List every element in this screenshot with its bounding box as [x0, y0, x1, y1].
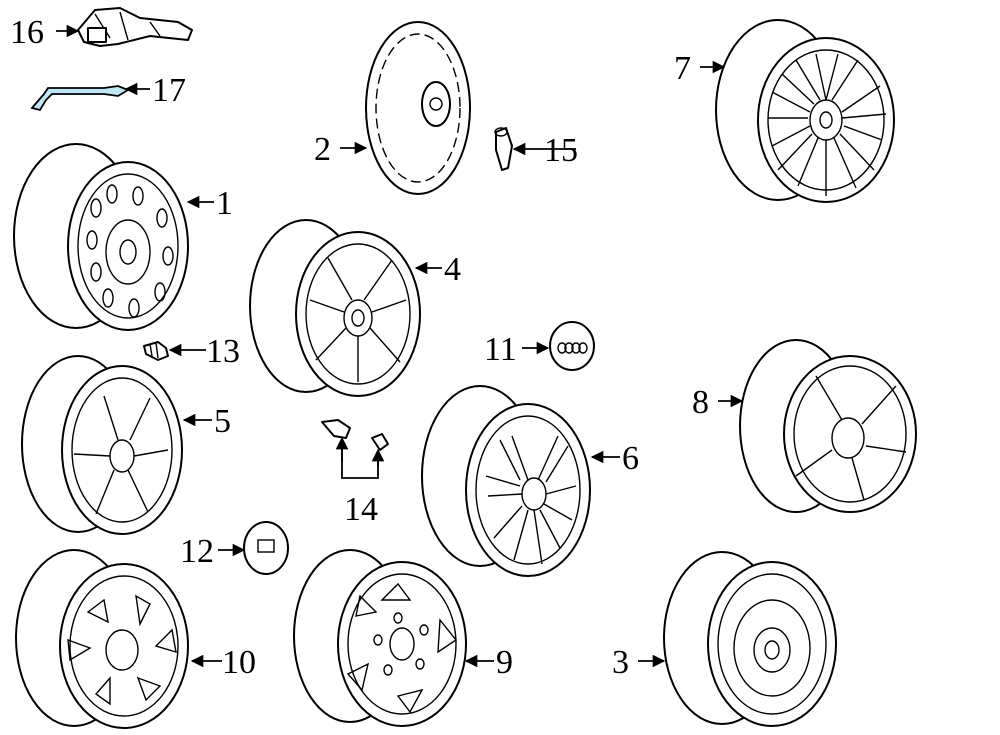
- callout-13: 13: [206, 333, 240, 370]
- callout-3: 3: [612, 644, 629, 681]
- callout-6: 6: [622, 440, 639, 477]
- callout-11: 11: [484, 331, 517, 368]
- hub-cap-part[interactable]: [365, 21, 471, 195]
- callout-16: 16: [10, 14, 44, 51]
- steel-wheel-part[interactable]: [13, 143, 189, 331]
- leader-lines: [56, 24, 744, 668]
- spare-wheel-part[interactable]: [663, 551, 837, 727]
- valve-stem-part[interactable]: [494, 127, 513, 171]
- seven-spoke-wheel-part[interactable]: [249, 219, 421, 397]
- twin-spoke-wheel-part[interactable]: [21, 355, 183, 535]
- callout-10: 10: [222, 644, 256, 681]
- callout-15: 15: [544, 132, 578, 169]
- window-wheel-part[interactable]: [15, 549, 189, 729]
- multi-spoke-wheel-part[interactable]: [715, 19, 895, 203]
- callout-5: 5: [214, 403, 231, 440]
- callout-7: 7: [674, 50, 691, 87]
- callout-14: 14: [344, 491, 378, 528]
- callout-1: 1: [216, 185, 233, 222]
- five-spoke-wheel-part-alt[interactable]: [293, 549, 467, 727]
- five-spoke-wheel-part[interactable]: [739, 339, 917, 513]
- callout-12: 12: [180, 533, 214, 570]
- callout-labels: 16 17 1 2 15 7 4 13 11 5 6 8 14 12 10 9 …: [10, 14, 709, 681]
- lug-bolt-part[interactable]: [143, 341, 169, 361]
- callout-4: 4: [444, 251, 461, 288]
- center-cap-part[interactable]: [549, 321, 595, 371]
- callout-17: 17: [152, 72, 186, 109]
- jack-part[interactable]: [77, 7, 193, 47]
- lug-wrench-part[interactable]: [30, 85, 131, 112]
- callout-2: 2: [314, 131, 331, 168]
- valve-stem-cap-part[interactable]: [321, 419, 389, 451]
- center-cap-part-alt[interactable]: [243, 521, 289, 575]
- callout-8: 8: [692, 384, 709, 421]
- callout-9: 9: [496, 644, 513, 681]
- split-spoke-wheel-part[interactable]: [421, 385, 591, 577]
